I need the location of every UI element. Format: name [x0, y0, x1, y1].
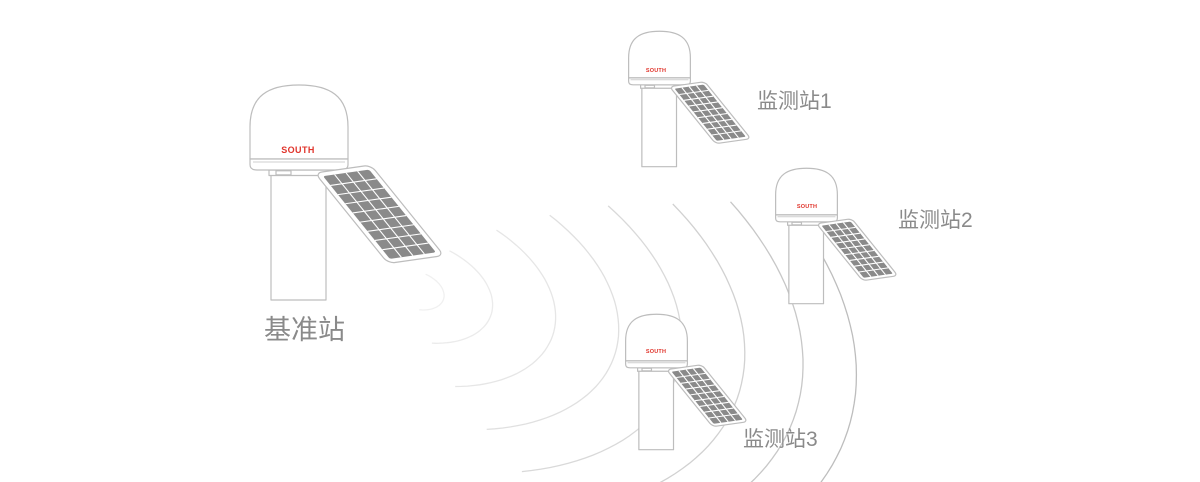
radio-wave-arc [419, 273, 445, 311]
monitor-station-2-label: 监测站2 [898, 209, 973, 232]
base-station-graphic [249, 84, 445, 301]
radio-wave-arc [659, 203, 746, 482]
monitor-station-3-graphic [625, 313, 749, 451]
south-logo-monitor-2: SOUTH [796, 204, 818, 210]
radio-wave-arc [455, 229, 557, 388]
radio-wave-arc [730, 201, 804, 482]
south-logo-monitor-1: SOUTH [645, 68, 667, 74]
south-logo-monitor-3: SOUTH [645, 349, 667, 355]
radio-wave-arc [786, 204, 858, 482]
base-station-label: 基准站 [264, 315, 345, 345]
monitor-station-2-graphic [775, 167, 899, 305]
radio-wave-arc [431, 250, 494, 344]
radio-wave-arc [486, 214, 620, 431]
monitor-station-1-graphic [628, 30, 752, 168]
monitor-station-1-label: 监测站1 [757, 90, 832, 113]
monitor-station-3-label: 监测站3 [743, 428, 818, 451]
south-logo-base-station: SOUTH [281, 145, 315, 155]
